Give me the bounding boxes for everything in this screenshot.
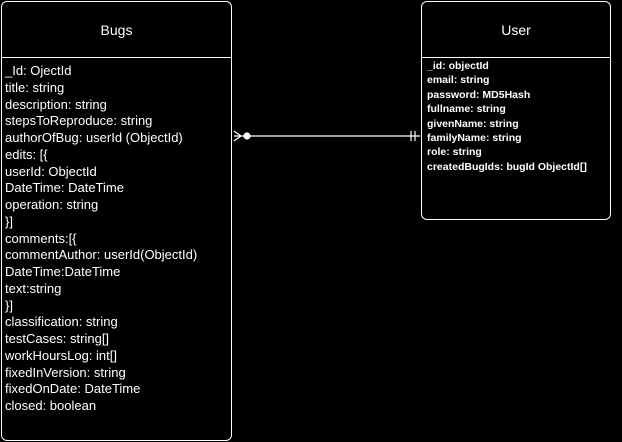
bugs-field: workHoursLog: int[] bbox=[5, 347, 117, 363]
user-field: _id: objectId bbox=[427, 60, 489, 72]
bugs-field: text:string bbox=[5, 280, 62, 296]
bugs-field: DateTime:DateTime bbox=[5, 264, 121, 279]
bugs-field: title: string bbox=[5, 79, 65, 95]
user-field: createdBugIds: bugId ObjectId[] bbox=[427, 160, 587, 173]
user-field: givenName: string bbox=[427, 117, 519, 130]
bugs-field: userId: ObjectId bbox=[5, 163, 97, 179]
bugs-field: testCases: string[] bbox=[5, 331, 110, 346]
user-field: fullname: string bbox=[427, 103, 506, 116]
bugs-field: operation: string bbox=[5, 197, 99, 212]
bugs-field: edits: [{ bbox=[5, 146, 48, 162]
bugs-field: authorOfBug: userId (ObjectId) bbox=[5, 130, 183, 145]
bugs-field: closed: boolean bbox=[5, 398, 97, 413]
bugs-field: fixedInVersion: string bbox=[5, 364, 126, 380]
user-field: password: MD5Hash bbox=[427, 88, 531, 101]
bugs-field: DateTime: DateTime bbox=[5, 180, 124, 196]
bugs-field: classification: string bbox=[5, 314, 118, 330]
many-end-crowsfoot-icon bbox=[233, 130, 243, 142]
bugs-field: }] bbox=[5, 297, 13, 313]
user-field: familyName: string bbox=[427, 132, 522, 145]
zero-end-circle-icon bbox=[243, 132, 251, 140]
bugs-field: }] bbox=[5, 213, 13, 229]
bugs-field: stepsToReproduce: string bbox=[5, 113, 153, 129]
user-field: email: string bbox=[427, 74, 490, 87]
bugs-field: comments:[{ bbox=[5, 230, 77, 246]
bugs-entity-title: Bugs bbox=[2, 2, 231, 58]
bugs-field: commentAuthor: userId(ObjectId) bbox=[5, 247, 198, 263]
bugs-field: _Id: OjectId bbox=[5, 63, 72, 78]
bugs-field: description: string bbox=[5, 96, 107, 112]
user-field: role: string bbox=[427, 146, 482, 159]
user-entity-title: User bbox=[422, 2, 610, 58]
bugs-field: fixedOnDate: DateTime bbox=[5, 381, 141, 397]
